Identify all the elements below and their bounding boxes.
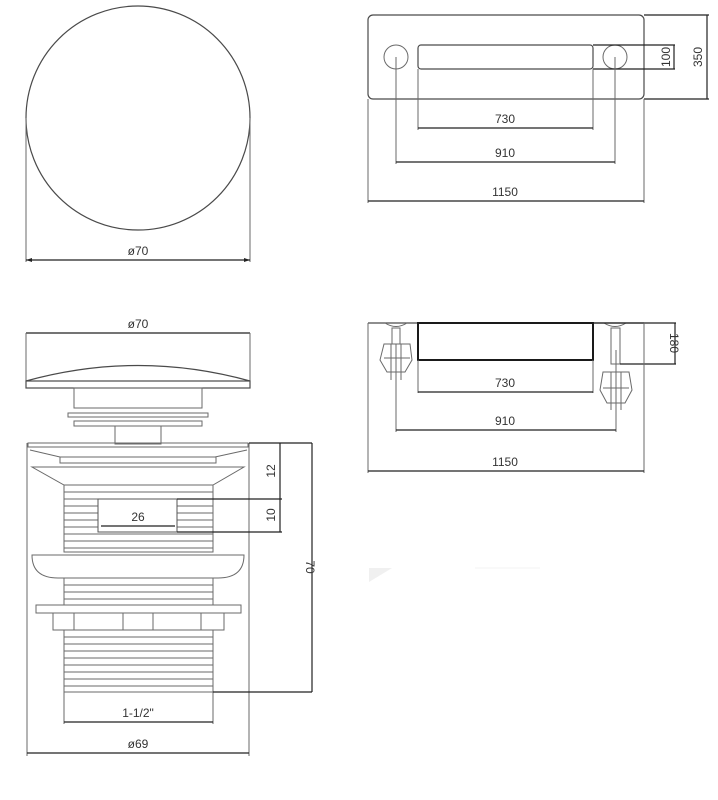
basin-top-view: 100 350 730 910 1150 bbox=[367, 14, 709, 203]
basin-outline bbox=[367, 14, 645, 100]
drain-top-view: ø70 bbox=[25, 5, 251, 262]
basin-slot bbox=[417, 44, 594, 70]
slot-height-label: 100 bbox=[659, 47, 673, 67]
slot-width-label: 26 bbox=[131, 510, 145, 524]
hole-spacing-label: 910 bbox=[495, 146, 515, 160]
drain-cap-circle bbox=[25, 5, 251, 231]
hole-spacing-label: 910 bbox=[495, 414, 515, 428]
slot-width-label: 730 bbox=[495, 376, 515, 390]
cap-diameter-label: ø70 bbox=[128, 317, 149, 331]
lock-nut bbox=[52, 612, 225, 631]
basin-front-view: 180 730 910 1150 bbox=[367, 322, 681, 473]
body-diameter-label: ø69 bbox=[128, 737, 149, 751]
top-offset-label: 12 bbox=[264, 464, 278, 478]
slot-width-label: 730 bbox=[495, 112, 515, 126]
washer bbox=[35, 604, 242, 614]
basin-width-label: 1150 bbox=[492, 455, 518, 469]
thread-size-label: 1-1/2" bbox=[122, 706, 154, 720]
drain-top-diameter-label: ø70 bbox=[128, 244, 149, 258]
basin-depth-label: 350 bbox=[691, 47, 705, 67]
slot-height-label: 10 bbox=[264, 508, 278, 522]
basin-width-label: 1150 bbox=[492, 185, 518, 199]
left-tap-icon bbox=[379, 322, 413, 380]
scan-artifact bbox=[369, 568, 392, 582]
cap-dome bbox=[25, 364, 251, 382]
basin-height-label: 180 bbox=[667, 333, 681, 353]
mid-flange bbox=[31, 554, 245, 579]
drain-side-view: ø70 26 bbox=[25, 317, 317, 756]
basin-body bbox=[417, 322, 594, 361]
total-height-label: 70 bbox=[303, 560, 317, 574]
lower-thread bbox=[63, 629, 214, 693]
